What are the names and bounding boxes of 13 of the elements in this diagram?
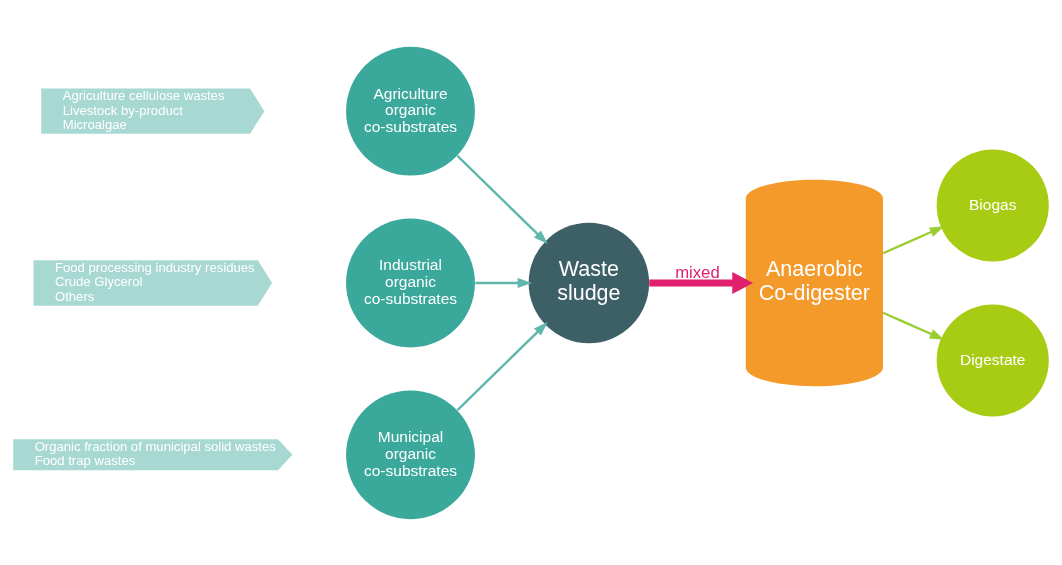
arrow <box>475 277 532 288</box>
edge-label: mixed <box>675 262 720 282</box>
node-circle: Industrial organic co-substrates <box>346 218 475 347</box>
node-circle: Waste sludge <box>528 222 650 343</box>
arrow <box>649 271 754 294</box>
node-circle: Biogas <box>936 148 1049 261</box>
node-circle: Municipal organic co-substrates <box>346 389 475 519</box>
arrow <box>882 225 945 254</box>
node-circle: Agriculture organic co-substrates <box>346 46 475 176</box>
arrow <box>456 321 548 411</box>
arrow <box>882 311 945 340</box>
node-circle: Digestate <box>936 304 1049 417</box>
arrow <box>456 154 548 244</box>
